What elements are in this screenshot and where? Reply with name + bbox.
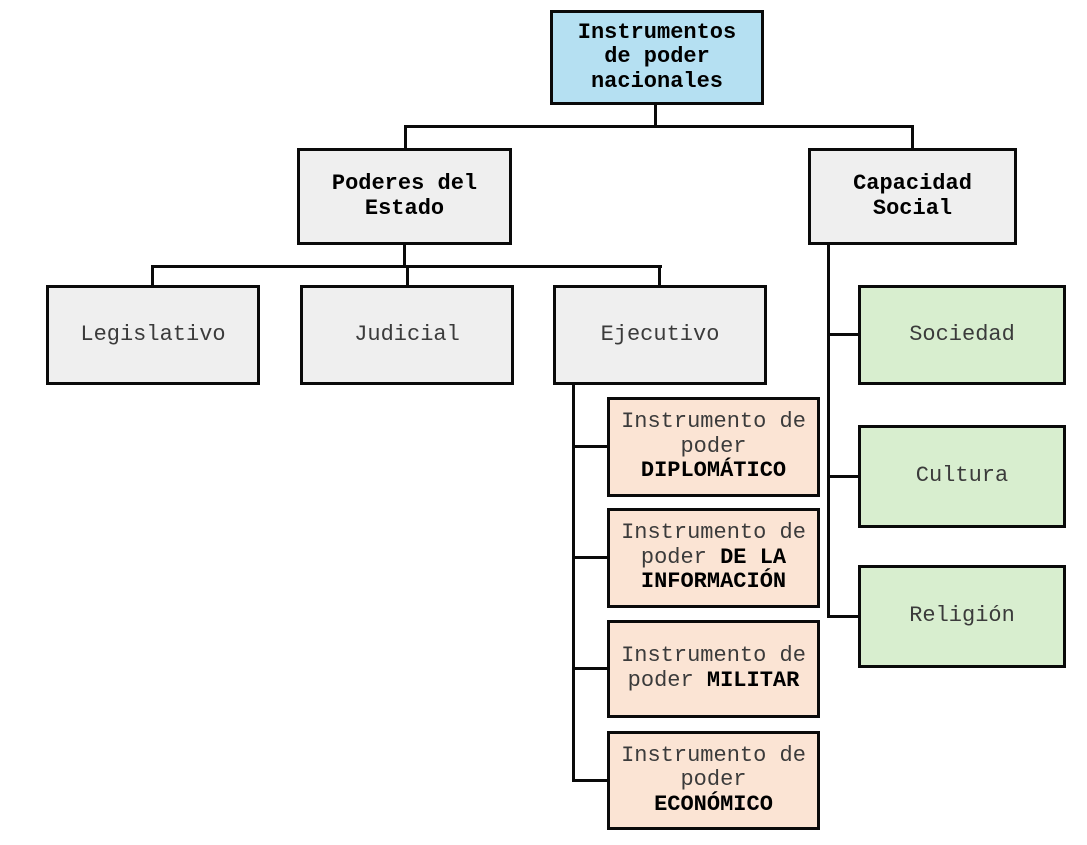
node-judicial: Judicial xyxy=(300,285,514,385)
node-capacidad-social: Capacidad Social xyxy=(808,148,1017,245)
connector-social-spine xyxy=(827,245,830,618)
connector-drop-executive xyxy=(658,265,661,285)
node-instrumento-militar: Instrumento de poder MILITAR xyxy=(607,620,820,718)
connector-stub-economic xyxy=(572,779,608,782)
connector-stub-religion xyxy=(827,615,859,618)
connector-drop-social-capacity xyxy=(911,125,914,148)
node-sociedad: Sociedad xyxy=(858,285,1066,385)
connector-stub-society xyxy=(827,333,859,336)
instrument-label: Instrumento de poder DIPLOMÁTICO xyxy=(621,409,806,484)
connector-stub-military xyxy=(572,667,608,670)
connector-drop-legislative xyxy=(151,265,154,285)
node-instrumento-diplomatico: Instrumento de poder DIPLOMÁTICO xyxy=(607,397,820,497)
connector-state-stem xyxy=(403,245,406,267)
node-legislativo: Legislativo xyxy=(46,285,260,385)
node-religion: Religión xyxy=(858,565,1066,668)
connector-level1-horizontal xyxy=(404,125,914,128)
instrument-label: Instrumento de poder DE LA INFORMACIÓN xyxy=(621,520,806,595)
instrument-label: Instrumento de poder ECONÓMICO xyxy=(621,742,806,817)
node-ejecutivo: Ejecutivo xyxy=(553,285,767,385)
connector-root-stem xyxy=(654,105,657,128)
connector-stub-culture xyxy=(827,475,859,478)
node-instrumento-economico: Instrumento de poder ECONÓMICO xyxy=(607,731,820,830)
node-instrumento-informacion: Instrumento de poder DE LA INFORMACIÓN xyxy=(607,508,820,608)
connector-stub-information xyxy=(572,556,608,559)
connector-drop-judicial xyxy=(406,265,409,285)
connector-executive-spine xyxy=(572,385,575,782)
node-root-instrumentos-poder: Instrumentos de poder nacionales xyxy=(550,10,764,105)
connector-drop-state-powers xyxy=(404,125,407,148)
instrument-label: Instrumento de poder MILITAR xyxy=(621,643,806,693)
node-poderes-del-estado: Poderes del Estado xyxy=(297,148,512,245)
connector-stub-diplomatic xyxy=(572,445,608,448)
node-cultura: Cultura xyxy=(858,425,1066,528)
